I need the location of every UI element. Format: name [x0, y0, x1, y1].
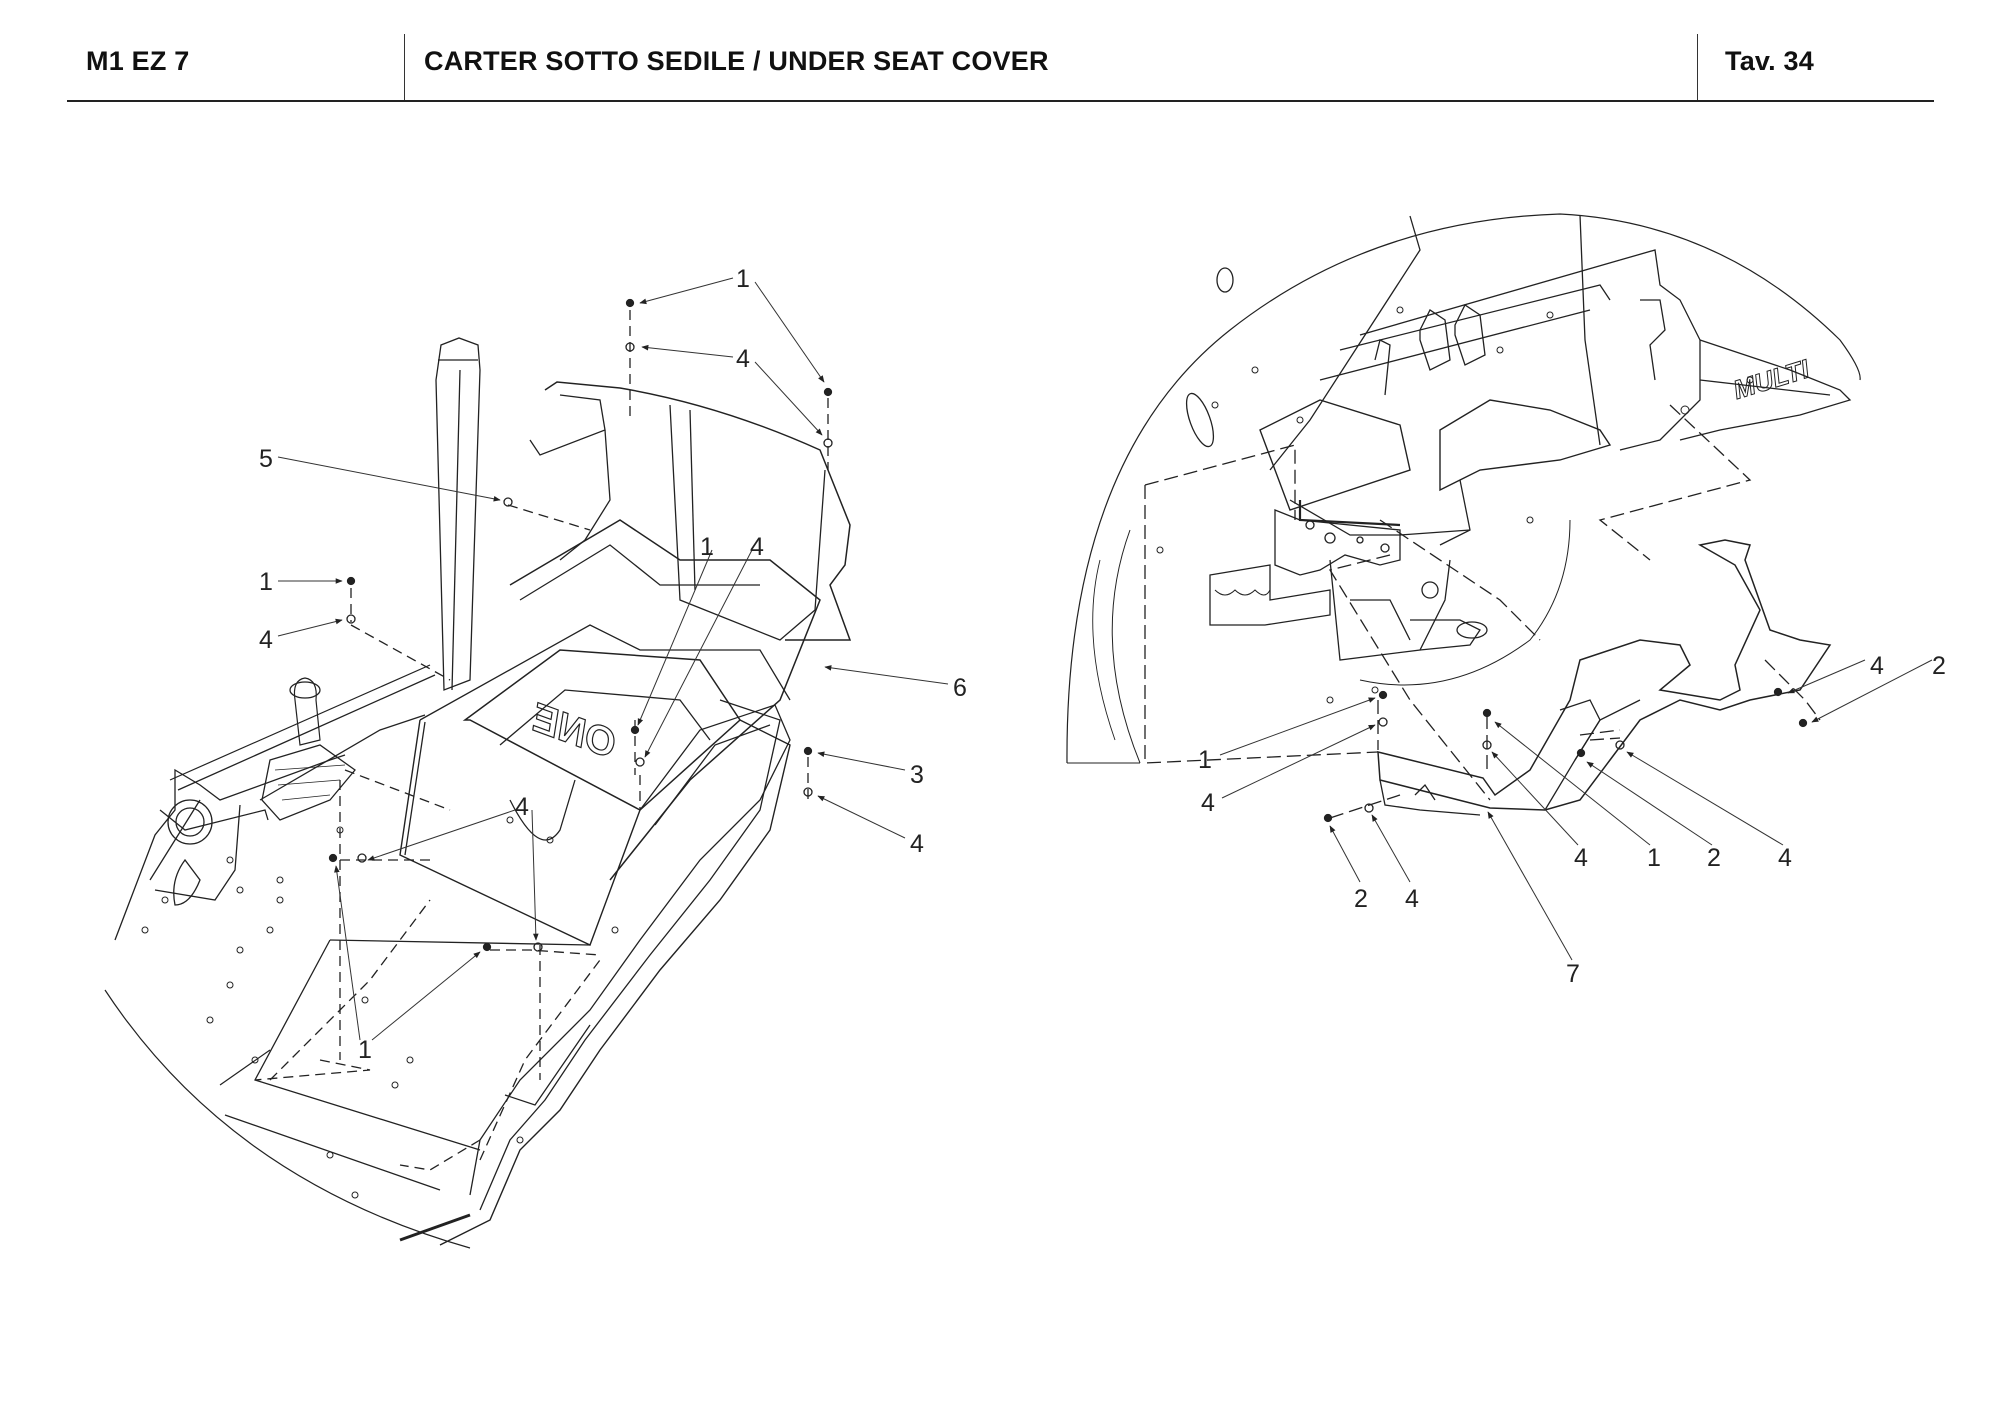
page-title: CARTER SOTTO SEDILE / UNDER SEAT COVER	[424, 46, 1049, 76]
view-boundary-arc	[1066, 213, 1861, 764]
callout-1: 1	[358, 1036, 372, 1064]
callout-3: 3	[910, 761, 924, 789]
callout-6: 6	[953, 674, 967, 702]
callout-4: 4	[1574, 844, 1588, 872]
left-assembly-drawing: ONE	[104, 298, 852, 1249]
callout-4: 4	[259, 626, 273, 654]
callout-5: 5	[259, 445, 273, 473]
callout-1: 1	[259, 568, 273, 596]
brand-lettering: MULTI	[1730, 353, 1814, 405]
callout-4: 4	[1870, 652, 1884, 680]
callout-2: 2	[1707, 844, 1721, 872]
callout-7: 7	[1566, 960, 1580, 988]
right-assembly-drawing: MULTI	[1066, 213, 1861, 823]
header-rule	[67, 100, 1934, 102]
model-code: M1 EZ 7	[86, 46, 190, 76]
callout-4: 4	[1778, 844, 1792, 872]
callout-4: 4	[1201, 789, 1215, 817]
callout-4: 4	[736, 345, 750, 373]
callout-1: 1	[1198, 746, 1212, 774]
callout-1: 1	[700, 533, 714, 561]
callout-1: 1	[736, 265, 750, 293]
callout-4: 4	[1405, 885, 1419, 913]
callout-2: 2	[1932, 652, 1946, 680]
callout-4: 4	[910, 830, 924, 858]
header-divider	[1697, 34, 1698, 101]
left-leader-lines	[277, 277, 949, 1041]
callout-4: 4	[750, 533, 764, 561]
right-leader-lines	[1219, 659, 1933, 961]
callout-4: 4	[515, 793, 529, 821]
callout-1: 1	[1647, 844, 1661, 872]
header-divider	[404, 34, 405, 101]
view-boundary-arc	[104, 989, 471, 1249]
callout-2: 2	[1354, 885, 1368, 913]
table-number: Tav. 34	[1725, 46, 1814, 76]
